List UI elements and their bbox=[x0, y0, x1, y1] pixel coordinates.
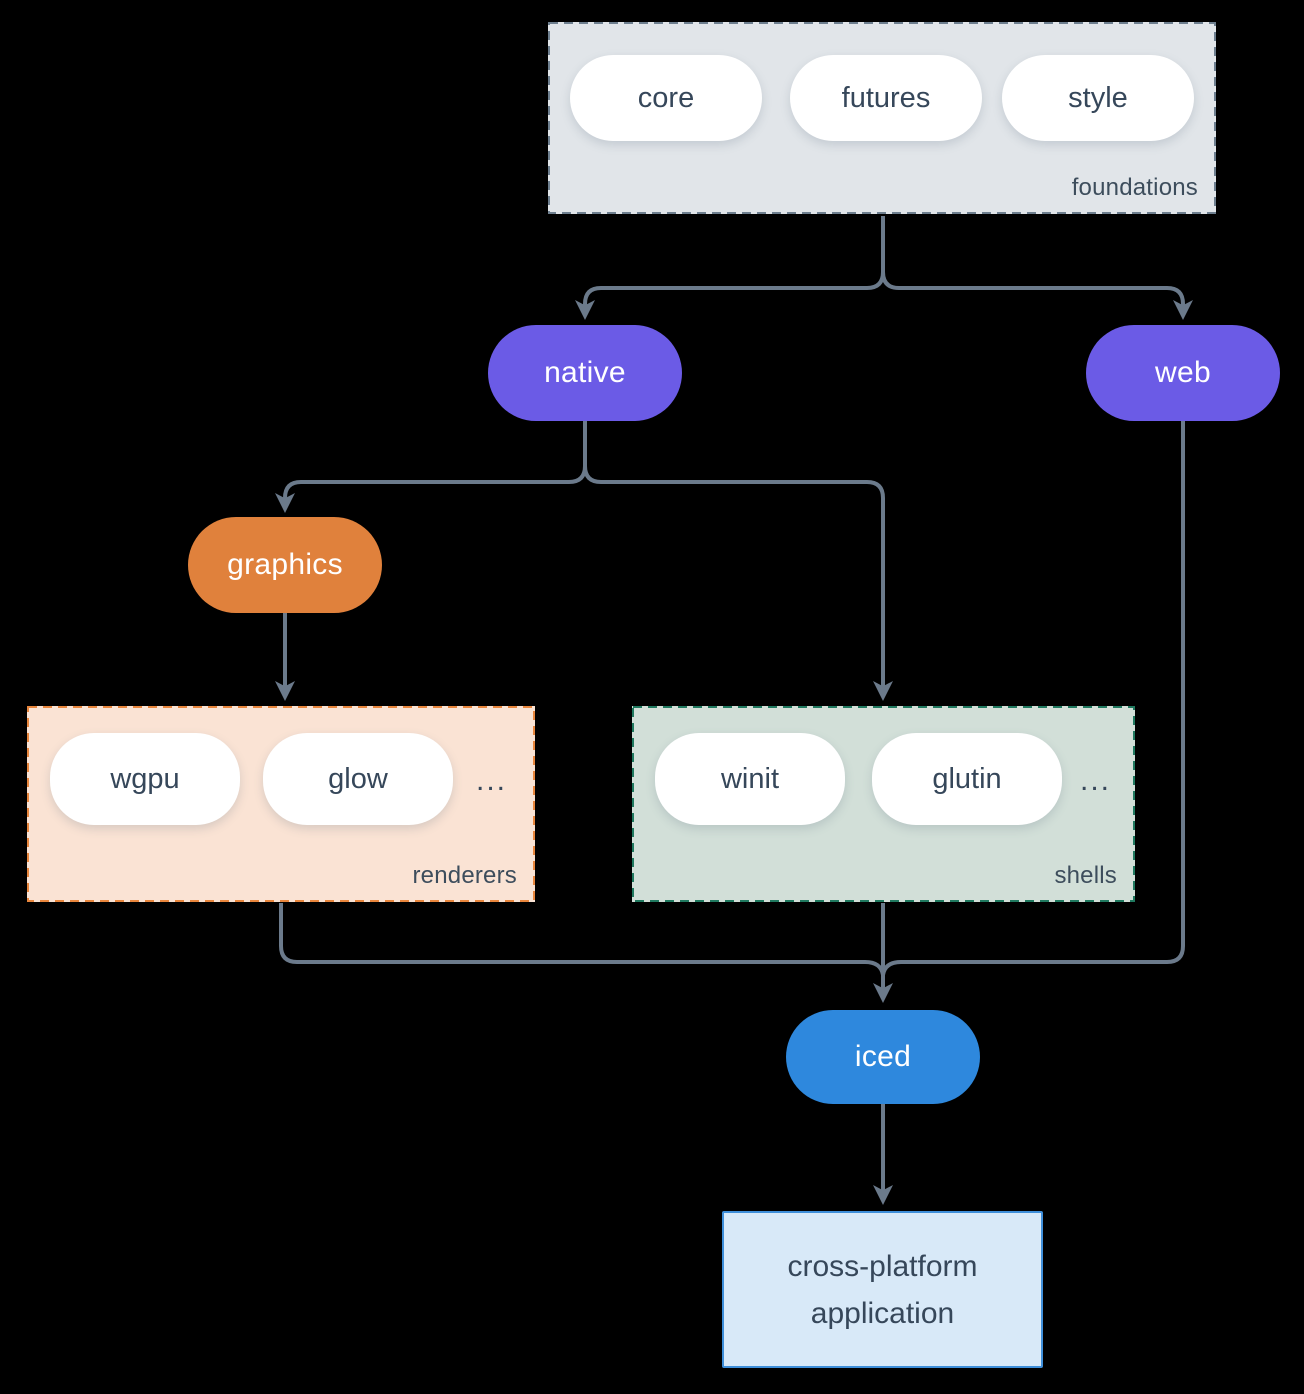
node-iced: iced bbox=[786, 1010, 980, 1104]
edge-native-shells bbox=[583, 465, 893, 701]
shells-label: shells bbox=[1054, 862, 1117, 889]
foundations-dashed-border bbox=[548, 22, 1216, 214]
node-core: core bbox=[570, 55, 762, 141]
application-label-line1: cross-platform bbox=[787, 1249, 978, 1283]
node-winit: winit bbox=[655, 733, 845, 825]
node-wgpu: wgpu bbox=[50, 733, 240, 825]
node-style: style bbox=[1002, 55, 1194, 141]
shells-ellipsis: ... bbox=[1080, 764, 1112, 797]
foundations-label: foundations bbox=[1071, 174, 1198, 201]
renderers-group: wgpu glow ... renderers bbox=[27, 706, 535, 902]
renderers-dashed-border bbox=[27, 706, 535, 902]
edge-foundations-native bbox=[575, 216, 885, 320]
node-web: web bbox=[1086, 325, 1280, 421]
edge-renderers-iced bbox=[279, 903, 885, 976]
cross-platform-application-box: cross-platform application bbox=[722, 1211, 1043, 1368]
node-glow: glow bbox=[263, 733, 453, 825]
foundations-group: core futures style foundations bbox=[548, 22, 1216, 214]
node-glutin: glutin bbox=[872, 733, 1062, 825]
shells-group: winit glutin ... shells bbox=[632, 706, 1135, 902]
node-graphics: graphics bbox=[188, 517, 382, 613]
node-futures: futures bbox=[790, 55, 982, 141]
edge-native-graphics bbox=[275, 420, 587, 513]
edge-foundations-web bbox=[881, 271, 1193, 320]
application-label-line2: application bbox=[810, 1296, 955, 1330]
shells-dashed-border bbox=[632, 706, 1135, 902]
renderers-label: renderers bbox=[412, 862, 517, 889]
node-native: native bbox=[488, 325, 682, 421]
renderers-ellipsis: ... bbox=[476, 764, 508, 797]
